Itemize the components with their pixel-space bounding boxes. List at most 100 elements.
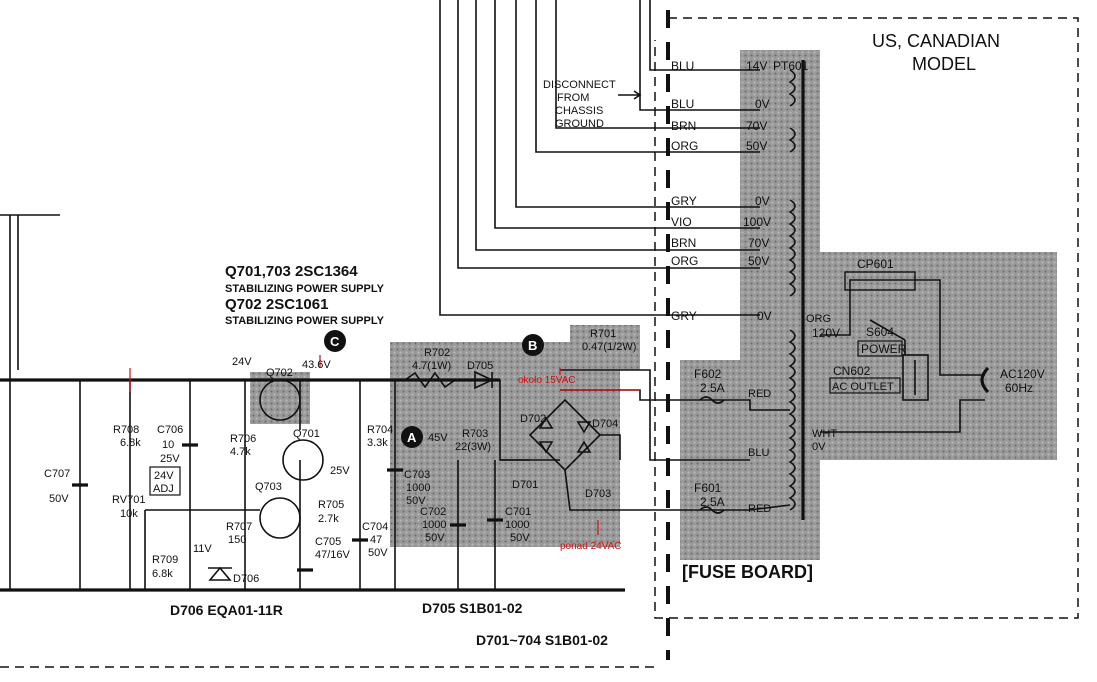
r705-value: 2.7k	[318, 513, 339, 525]
transistor-line1: Q701,703 2SC1364	[225, 263, 358, 280]
r701-shading	[570, 325, 640, 370]
r704-label: R704	[367, 424, 393, 436]
voltage-24v: 24V	[232, 356, 252, 368]
fuse-board-title: [FUSE BOARD]	[682, 562, 813, 582]
primary-0v: 0V	[812, 441, 826, 453]
r705-label: R705	[318, 499, 344, 511]
fuse-f602	[699, 396, 725, 404]
disconnect-l3: CHASSIS	[555, 105, 603, 117]
r707-label: R707	[226, 521, 252, 533]
f601-rating: 2.5A	[700, 495, 725, 509]
r701-value: 0.47(1/2W)	[582, 341, 636, 353]
f602-rating: 2.5A	[700, 381, 725, 395]
disconnect-l2: FROM	[557, 92, 589, 104]
disconnect-l1: DISCONNECT	[543, 79, 616, 91]
transformer-taps: BLU 14V BLU 0V BRN 70V ORG 50V GRY 0V VI…	[671, 59, 772, 323]
c702-value: 1000	[422, 519, 446, 531]
r702-resistor	[404, 371, 456, 389]
adj-box	[149, 466, 181, 496]
test-point-b	[522, 334, 544, 356]
test-point-c-label: C	[330, 334, 340, 349]
tap-voltage: 0V	[755, 194, 770, 208]
r709-label: R709	[152, 554, 178, 566]
r704-value: 3.3k	[367, 437, 388, 449]
tap-voltage: 70V	[746, 119, 767, 133]
c701-label: C701	[505, 506, 531, 518]
c703-voltage: 50V	[406, 495, 426, 507]
primary-wiring	[820, 279, 985, 433]
s604-label: S604	[866, 325, 894, 339]
region-label-line1: US, CANADIAN	[872, 31, 1000, 51]
c707-label: C707	[44, 468, 70, 480]
d703-label: D703	[585, 488, 611, 500]
cp601-box	[844, 271, 916, 291]
transistor-line2: STABILIZING POWER SUPPLY	[225, 283, 385, 295]
note-about-15vac: około 15VAC	[518, 375, 576, 386]
tap-voltage: 0V	[757, 309, 772, 323]
d706-zener	[208, 566, 232, 581]
top-bus-lines	[439, 0, 668, 316]
tap-color: VIO	[671, 215, 692, 229]
r706-value: 4.7k	[230, 446, 251, 458]
r708-label: R708	[113, 424, 139, 436]
c701-value: 1000	[505, 519, 529, 531]
d706-label: D706	[233, 573, 259, 585]
transformer-coil	[788, 69, 796, 511]
parts-d705: D705 S1B01-02	[422, 600, 523, 616]
r709-value: 6.8k	[152, 568, 173, 580]
ac-outlet-box	[829, 377, 901, 394]
d701-label: D701	[512, 479, 538, 491]
d702-label: D702	[520, 413, 546, 425]
primary-org: ORG	[806, 313, 831, 325]
cp601-label: CP601	[857, 257, 894, 271]
tap-color: GRY	[671, 309, 697, 323]
rv701-label: RV701	[112, 494, 145, 506]
c701-voltage: 50V	[510, 532, 530, 544]
tap-color: BLU	[671, 59, 694, 73]
c704-voltage: 50V	[368, 547, 388, 559]
primary-wht: WHT	[812, 428, 837, 440]
test-point-c	[324, 330, 346, 352]
cn602-label: CN602	[833, 364, 871, 378]
voltage-25v: 25V	[330, 465, 350, 477]
disconnect-l4: GROUND	[555, 118, 604, 130]
tap-color: GRY	[671, 194, 697, 208]
f602-label: F602	[694, 367, 722, 381]
tap-voltage: 50V	[748, 254, 769, 268]
tap-voltage: 0V	[755, 97, 770, 111]
r708-value: 6.8k	[120, 437, 141, 449]
ac-frequency-label: 60Hz	[1005, 381, 1033, 395]
voltage-45v: 45V	[428, 432, 448, 444]
adj-voltage: 24V	[154, 470, 174, 482]
primary-120v: 120V	[812, 326, 840, 340]
q703-label: Q703	[255, 481, 282, 493]
rv701-value: 10k	[120, 508, 138, 520]
r701-label: R701	[590, 328, 616, 340]
adj-label: ADJ	[153, 483, 174, 495]
test-point-a	[401, 426, 423, 448]
r702-value: 4.7(1W)	[412, 360, 451, 372]
c707-voltage: 50V	[49, 493, 69, 505]
q701-transistor	[282, 439, 324, 481]
r706-label: R706	[230, 433, 256, 445]
c702-voltage: 50V	[425, 532, 445, 544]
r702-label: R702	[424, 347, 450, 359]
test-point-a-label: A	[407, 430, 417, 445]
fuse-f601	[699, 506, 725, 514]
r707-value: 150	[228, 534, 246, 546]
c706-value: 10	[162, 439, 174, 451]
q703-transistor	[259, 497, 301, 539]
c703-label: C703	[404, 469, 430, 481]
tap-voltage: 70V	[748, 236, 769, 250]
capacitor-marks	[72, 443, 503, 572]
d705-label: D705	[467, 360, 493, 372]
c706-voltage: 25V	[160, 453, 180, 465]
ac-plug-icon	[980, 366, 990, 394]
tap-voltage: 50V	[746, 139, 767, 153]
annotation-lines	[129, 355, 640, 535]
c703-value: 1000	[406, 482, 430, 494]
transistor-line4: STABILIZING POWER SUPPLY	[225, 315, 385, 327]
voltage-43-6v: 43.6V	[302, 359, 331, 371]
disconnect-arrow	[618, 90, 642, 100]
